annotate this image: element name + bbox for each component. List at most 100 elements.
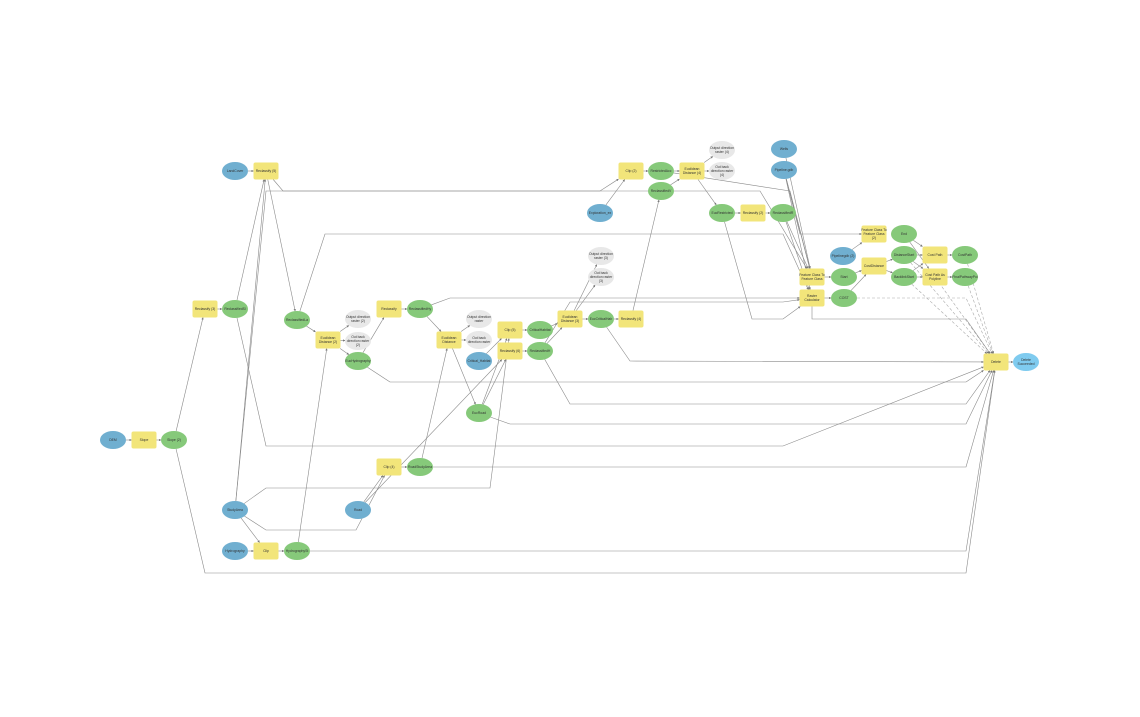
node-shape bbox=[345, 310, 371, 328]
node-label: Feature Class To bbox=[799, 273, 825, 277]
output-variable-node[interactable]: CostPath bbox=[952, 246, 978, 264]
node-label: Euclidean bbox=[321, 336, 336, 340]
tool-node[interactable]: Clip bbox=[253, 542, 279, 560]
output-variable-node[interactable]: ReclassifiedSl bbox=[222, 300, 248, 318]
tool-node[interactable]: Reclassify (2) bbox=[740, 204, 766, 222]
output-variable-node[interactable]: DistanceStart bbox=[891, 246, 917, 264]
input-variable-node[interactable]: Wells bbox=[771, 140, 797, 158]
node-label: Output direction bbox=[589, 252, 613, 256]
node-shape bbox=[679, 162, 705, 180]
node-label: CostDistance bbox=[864, 264, 884, 268]
input-variable-node[interactable]: Critical_Habitat bbox=[466, 352, 492, 370]
tool-node[interactable]: Clip (5) bbox=[497, 321, 523, 339]
node-label: DEM bbox=[109, 438, 117, 442]
node-label: Exploration_ex bbox=[589, 211, 612, 215]
input-variable-node[interactable]: Hydrography bbox=[222, 542, 248, 560]
node-shape bbox=[497, 342, 523, 360]
node-label: Slope (2) bbox=[167, 438, 181, 442]
output-variable-node[interactable]: RoadStudyArea bbox=[407, 458, 433, 476]
node-label: Critical_Habitat bbox=[468, 359, 491, 363]
input-variable-node[interactable]: DEM bbox=[100, 431, 126, 449]
connector-n60-n12 bbox=[421, 348, 448, 459]
output-variable-node[interactable]: HydrographySt bbox=[284, 542, 310, 560]
output-variable-node[interactable]: EucRoad bbox=[466, 404, 492, 422]
output-variable-node[interactable]: Slope (2) bbox=[161, 431, 187, 449]
connector-n39-n52 bbox=[811, 306, 991, 354]
input-variable-node[interactable]: Road bbox=[345, 501, 371, 519]
tool-node[interactable]: Delete bbox=[983, 353, 1009, 371]
connector-n16-n52 bbox=[490, 370, 993, 425]
node-shape bbox=[983, 353, 1009, 371]
output-variable-node[interactable]: ReclassifiedV bbox=[648, 182, 674, 200]
node-label: ReclassifiedSl bbox=[224, 307, 246, 311]
node-shape bbox=[315, 331, 341, 349]
output-variable-node[interactable]: RestrictedAcc bbox=[648, 162, 674, 180]
tool-node[interactable]: Reclassify (4) bbox=[618, 310, 644, 328]
tool-node[interactable]: CostDistance bbox=[861, 257, 887, 275]
node-label: Output direction bbox=[346, 315, 370, 319]
tool-node[interactable]: Clip (4) bbox=[376, 458, 402, 476]
tool-node[interactable]: Reclassify (6) bbox=[497, 342, 523, 360]
node-shape bbox=[345, 501, 371, 519]
output-variable-node[interactable]: EucHydrography bbox=[345, 352, 371, 370]
input-variable-node[interactable]: Exploration_ex bbox=[587, 204, 613, 222]
output-variable-node[interactable]: BacklinkStart bbox=[891, 268, 917, 286]
node-label: End bbox=[901, 232, 907, 236]
connector-n2-n5 bbox=[267, 179, 296, 312]
node-shape bbox=[587, 204, 613, 222]
output-variable-node[interactable]: FinalPathwayPoi bbox=[952, 268, 978, 286]
connector-n20-n52 bbox=[544, 359, 991, 405]
node-label: Distance (3) bbox=[561, 319, 579, 323]
node-shape bbox=[952, 246, 978, 264]
node-shape bbox=[771, 140, 797, 158]
output-variable-node[interactable]: Start bbox=[831, 268, 857, 286]
output-variable-node[interactable]: COST bbox=[831, 289, 857, 307]
output-variable-node[interactable]: End bbox=[891, 225, 917, 243]
tool-node[interactable]: Reclassify (5) bbox=[253, 162, 279, 180]
node-shape bbox=[891, 225, 917, 243]
node-shape bbox=[376, 300, 402, 318]
node-label: Start bbox=[840, 275, 847, 279]
output-variable-node[interactable]: ReclassifiedR bbox=[770, 204, 796, 222]
node-label: raster (2) bbox=[351, 319, 365, 323]
output-variable-node[interactable]: CriticalHabitat bbox=[527, 321, 553, 339]
tool-node[interactable]: Reclassify bbox=[376, 300, 402, 318]
tool-node[interactable]: Cost Path bbox=[922, 246, 948, 264]
tool-node[interactable]: Slope bbox=[131, 431, 157, 449]
input-variable-node[interactable]: StudyArea bbox=[222, 501, 248, 519]
input-variable-node[interactable]: LandCover bbox=[222, 162, 248, 180]
tool-node[interactable]: Clip (2) bbox=[618, 162, 644, 180]
node-label: Feature Class bbox=[801, 277, 822, 281]
node-label: ReclassifiedHy bbox=[409, 307, 432, 311]
output-variable-node[interactable]: ReclassifiedH bbox=[527, 342, 553, 360]
tool-node[interactable]: Reclassify (3) bbox=[192, 300, 218, 318]
node-label: Clip bbox=[263, 549, 269, 553]
node-label: Out back bbox=[472, 336, 486, 340]
node-shape bbox=[557, 310, 583, 328]
input-variable-node[interactable]: Pipelinegdb (2) bbox=[830, 247, 856, 265]
node-shape bbox=[527, 342, 553, 360]
output-variable-node[interactable]: ReclassifiedLa bbox=[284, 311, 310, 329]
output-variable-node[interactable]: EucRestricted bbox=[709, 204, 735, 222]
input-variable-node[interactable]: Pipeline.gdb bbox=[771, 161, 797, 179]
output-variable-node[interactable]: EucCriticalHab bbox=[588, 310, 614, 328]
output-variable-node[interactable]: ReclassifiedHy bbox=[407, 300, 433, 318]
